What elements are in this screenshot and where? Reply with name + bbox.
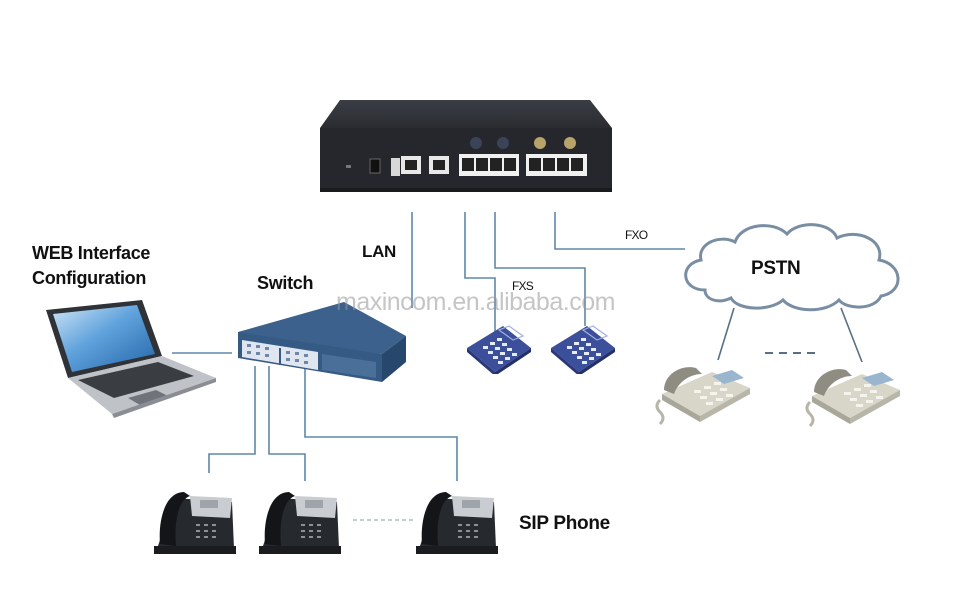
- link-fxs-1: [464, 212, 496, 332]
- link-fxo: [554, 212, 685, 250]
- analog-phone-icon: [551, 325, 615, 374]
- link-sip-1: [208, 366, 256, 473]
- desk-phone-icon: [655, 367, 750, 426]
- laptop-label-line2: Configuration: [32, 268, 147, 288]
- ip-phone-icon: [416, 492, 498, 554]
- fxo-link-label: FXO: [625, 228, 648, 242]
- link-pstn-phone-1: [717, 307, 735, 361]
- link-pstn-phone-2: [840, 307, 863, 363]
- lan-link-label: LAN: [362, 242, 397, 261]
- analog-phone-icon: [467, 325, 531, 374]
- link-sip-2: [268, 366, 306, 481]
- link-fxs-2: [494, 212, 586, 326]
- network-switch-icon: [238, 302, 406, 382]
- watermark: maxincom.en.alibaba.com: [336, 288, 615, 316]
- pstn-label: PSTN: [751, 258, 801, 279]
- desk-phone-icon: [805, 369, 900, 428]
- ip-phone-icon: [154, 492, 236, 554]
- sip-phone-label: SIP Phone: [519, 513, 610, 534]
- switch-label: Switch: [257, 273, 314, 293]
- gateway-device-icon: [320, 100, 612, 192]
- cloud-icon: [684, 223, 900, 312]
- ip-phone-icon: [259, 492, 341, 554]
- laptop-label-line1: WEB Interface: [32, 243, 151, 263]
- laptop-icon: [46, 300, 216, 418]
- link-sip-3: [304, 366, 458, 481]
- fxs-link-label: FXS: [512, 279, 534, 293]
